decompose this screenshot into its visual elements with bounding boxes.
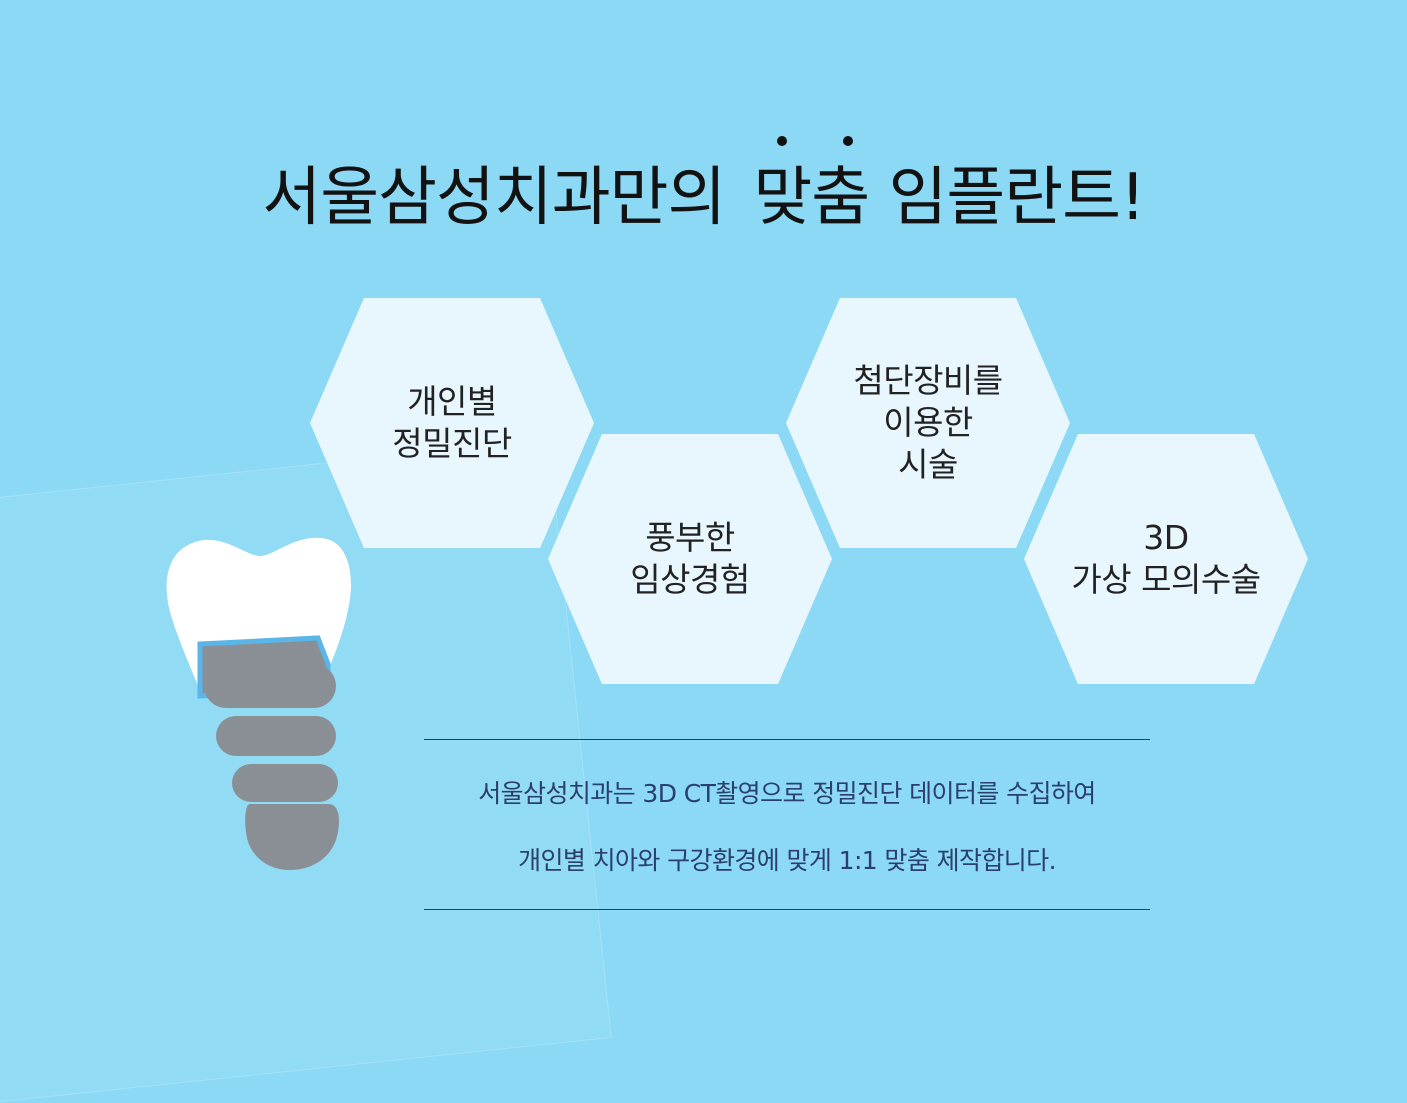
- implant-tip: [245, 804, 339, 870]
- dental-implant-icon: [166, 537, 351, 870]
- emphasis-dot: [843, 136, 854, 146]
- feature-label: 풍부한 임상경험: [630, 518, 750, 599]
- feature-hexagon-experience: 풍부한 임상경험: [548, 434, 832, 684]
- feature-label: 3D 가상 모의수술: [1071, 518, 1261, 599]
- page-title: 서울삼성치과만의 맞춤 임플란트!: [0, 136, 1407, 246]
- title-emphasis: 맞춤: [753, 136, 870, 246]
- feature-label: 개인별 정밀진단: [392, 382, 512, 463]
- title-part1: 서울삼성치과만의: [262, 161, 726, 235]
- implant-thread: [204, 664, 336, 708]
- title-emphasis-text: 맞춤: [753, 161, 870, 235]
- feature-hexagon-simulation: 3D 가상 모의수술: [1024, 434, 1308, 684]
- feature-hexagon-equipment: 첨단장비를 이용한 시술: [786, 298, 1070, 548]
- divider-bottom: [424, 909, 1150, 910]
- feature-label: 첨단장비를 이용한 시술: [853, 361, 1003, 484]
- emphasis-dot: [777, 136, 788, 146]
- implant-thread: [232, 764, 338, 802]
- feature-hexagon-diagnosis: 개인별 정밀진단: [310, 298, 594, 548]
- description-line-1: 서울삼성치과는 3D CT촬영으로 정밀진단 데이터를 수집하여: [478, 779, 1096, 808]
- title-part2: 임플란트!: [888, 161, 1145, 235]
- description-line-2: 개인별 치아와 구강환경에 맞게 1:1 맞춤 제작합니다.: [518, 846, 1056, 875]
- implant-thread: [216, 716, 336, 756]
- divider-top: [424, 739, 1150, 740]
